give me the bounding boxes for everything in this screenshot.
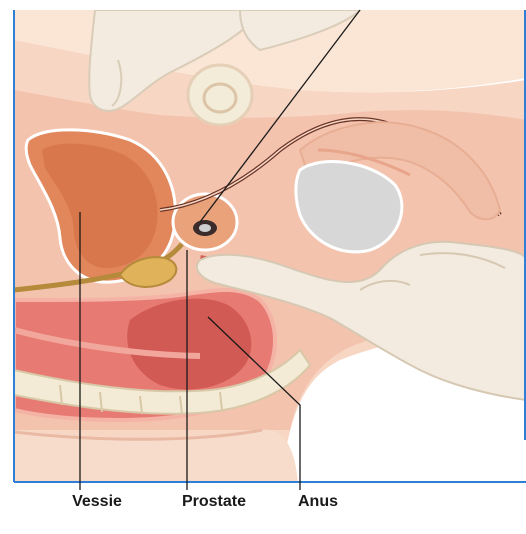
label-bladder: Vessie (72, 493, 122, 511)
label-prostate: Prostate (182, 493, 246, 511)
label-anus: Anus (298, 493, 338, 511)
pubic-bone (188, 65, 252, 125)
